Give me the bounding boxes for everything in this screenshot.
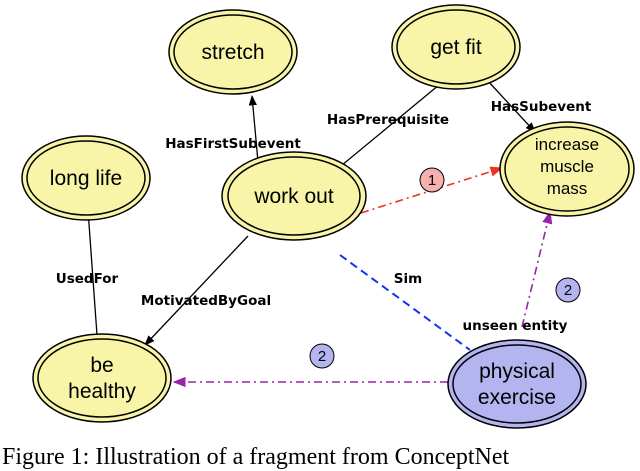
- node-label-line-1: increase: [535, 135, 599, 154]
- edge-label-unseen-entity: unseen entity: [463, 318, 568, 334]
- node-label-line-1: be: [90, 354, 113, 377]
- node-label-line-2: muscle: [540, 157, 594, 176]
- node-label-line-2: healthy: [68, 380, 136, 403]
- node-label: get fit: [430, 36, 482, 59]
- svg-text:2: 2: [564, 282, 572, 299]
- node-long-life: long life: [21, 135, 151, 221]
- knowledge-graph: HasFirstSubevent HasPrerequisite HasSube…: [21, 4, 635, 429]
- node-get-fit: get fit: [391, 4, 521, 90]
- edge-label-sim: Sim: [394, 271, 422, 287]
- node-stretch: stretch: [168, 9, 298, 95]
- edge-has-first-subevent: [248, 94, 259, 163]
- node-work-out: work out: [221, 151, 367, 241]
- badge-2-left: 2: [309, 343, 335, 369]
- edge-label-motivated-by-goal: MotivatedByGoal: [141, 293, 271, 309]
- edge-inferred-purple-right: [521, 210, 553, 328]
- figure-caption: Figure 1: Illustration of a fragment fro…: [2, 444, 510, 470]
- edge-has-prerequisite: [329, 79, 446, 176]
- node-be-healthy: be healthy: [32, 333, 172, 423]
- node-label: stretch: [201, 41, 264, 64]
- node-increase-muscle-mass: increase muscle mass: [499, 121, 635, 217]
- node-physical-exercise: physical exercise: [447, 339, 587, 429]
- node-label: long life: [50, 167, 122, 190]
- edge-used-for: [84, 208, 98, 336]
- edge-motivated-by-goal: [144, 235, 249, 346]
- edge-sim: [339, 254, 471, 351]
- edge-label-has-prerequisite: HasPrerequisite: [327, 112, 449, 128]
- edge-label-has-subevent: HasSubevent: [491, 99, 592, 115]
- badge-1: 1: [419, 167, 445, 193]
- node-label-line-1: physical: [479, 360, 555, 383]
- node-label: work out: [253, 185, 334, 208]
- edge-label-used-for: UsedFor: [56, 271, 119, 287]
- edge-has-subevent: [486, 79, 536, 133]
- svg-text:2: 2: [318, 348, 326, 365]
- edge-label-has-first-subevent: HasFirstSubevent: [165, 136, 301, 152]
- node-label-line-3: mass: [547, 179, 588, 198]
- svg-text:1: 1: [428, 172, 436, 189]
- node-label-line-2: exercise: [478, 386, 556, 409]
- badge-2-right: 2: [555, 277, 581, 303]
